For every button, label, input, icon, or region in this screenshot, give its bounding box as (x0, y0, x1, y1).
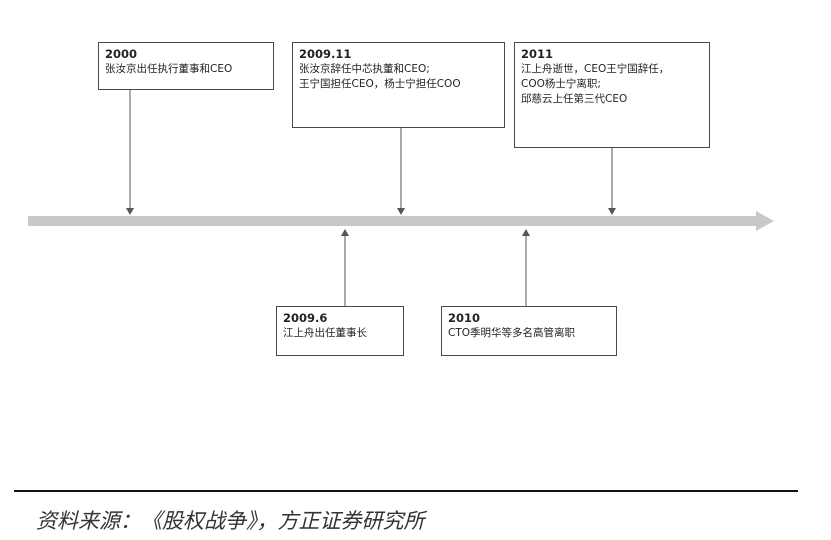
event-box-2000: 2000 张汝京出任执行董事和CEO (98, 42, 274, 90)
event-year: 2009.6 (283, 311, 328, 325)
event-description: 江上舟逝世，CEO王宁国辞任， (521, 63, 670, 75)
event-description: 王宁国担任CEO，杨士宁担任COO (299, 78, 461, 90)
event-box-2009-6: 2009.6 江上舟出任董事长 (276, 306, 404, 356)
event-year: 2000 (105, 47, 138, 61)
timeline-arrowhead (756, 211, 774, 231)
event-description: COO杨士宁离职; (521, 78, 601, 90)
connector-2010-arrowhead (522, 229, 530, 236)
event-year: 2011 (521, 47, 554, 61)
event-description: 张汝京辞任中芯执董和CEO; (299, 63, 430, 75)
connector-2009-6-arrowhead (341, 229, 349, 236)
event-year: 2010 (448, 311, 481, 325)
event-description: 邱慈云上任第三代CEO (521, 93, 628, 105)
event-year: 2009.11 (299, 47, 352, 61)
timeline-bar (28, 216, 758, 226)
source-caption: 资料来源：《股权战争》，方正证券研究所 (36, 509, 425, 533)
event-box-2009-11: 2009.11 张汝京辞任中芯执董和CEO; 王宁国担任CEO，杨士宁担任COO (292, 42, 505, 128)
event-box-2011: 2011 江上舟逝世，CEO王宁国辞任， COO杨士宁离职; 邱慈云上任第三代C… (514, 42, 710, 148)
connector-2011-arrowhead (608, 208, 616, 215)
event-description: CTO季明华等多名高管离职 (448, 327, 576, 339)
connector-2009-11-arrowhead (397, 208, 405, 215)
source-divider (14, 490, 798, 492)
event-box-2010: 2010 CTO季明华等多名高管离职 (441, 306, 617, 356)
event-description: 张汝京出任执行董事和CEO (105, 63, 233, 75)
event-description: 江上舟出任董事长 (283, 327, 367, 339)
connector-2000-arrowhead (126, 208, 134, 215)
